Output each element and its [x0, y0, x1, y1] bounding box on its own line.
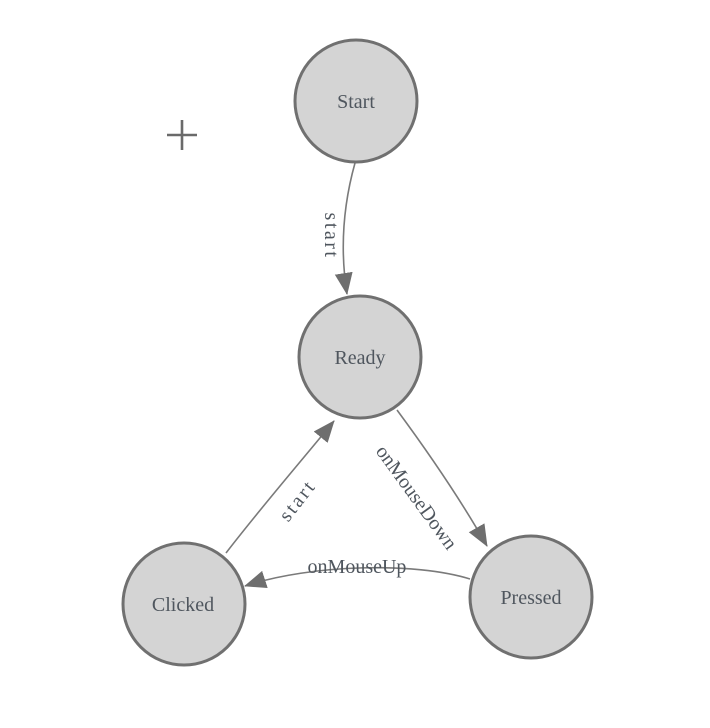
state-node-start[interactable]: Start [293, 38, 419, 164]
state-node-clicked[interactable]: Clicked [121, 541, 247, 667]
state-circle[interactable] [293, 38, 419, 164]
edge-label-start-top: start [320, 213, 342, 260]
transition-clicked-to-ready[interactable] [225, 420, 335, 554]
crosshair-icon [167, 120, 197, 150]
state-node-ready[interactable]: Ready [297, 294, 423, 420]
state-label: Pressed [500, 587, 561, 609]
state-node-pressed[interactable]: Pressed [468, 534, 594, 660]
transition-pressed-to-clicked[interactable] [244, 566, 471, 589]
state-circle[interactable] [121, 541, 247, 667]
edge-label-onmousedown: onMouseDown [371, 441, 461, 554]
transition-ready-to-pressed[interactable] [396, 409, 488, 547]
state-label: Clicked [152, 594, 214, 616]
edge-label-text: onMouseDown [371, 441, 461, 554]
state-label: Start [337, 91, 375, 113]
state-circle[interactable] [468, 534, 594, 660]
edge-label-onmouseup: onMouseUp [308, 556, 407, 578]
state-circle[interactable] [297, 294, 423, 420]
transition-start-to-ready[interactable] [334, 162, 356, 295]
state-label: Ready [334, 347, 385, 369]
edge-label-text: start [320, 213, 342, 260]
